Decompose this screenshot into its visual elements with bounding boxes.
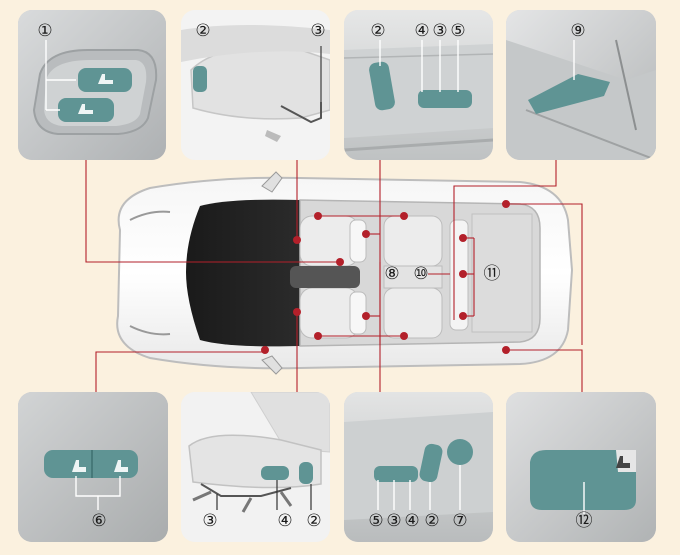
panel-rear-fold-button [506,392,656,542]
callout-12: ⑫ [576,511,593,531]
front-left-seat [299,215,367,267]
callout-3-passenger: ③ [386,511,401,531]
center-console [290,266,360,288]
callout-2-passenger: ② [424,511,439,531]
seat-slide-switch[interactable] [261,466,289,480]
location-dots [261,200,510,354]
rear-lever-illustration [506,10,656,160]
panel-door-seat-switches [344,10,493,160]
callout-2-door: ② [370,21,385,41]
rear-seat-fold-button[interactable] [530,450,636,510]
callout-2-top: ② [195,21,210,41]
cargo-area [471,213,533,333]
passenger-seatback-switch[interactable] [418,443,444,484]
panel-passenger-door-switches [344,392,493,542]
seat-height-switch[interactable] [299,462,313,484]
memory-buttons-illustration [18,392,168,542]
seat-lever-illustration [181,10,330,160]
callout-4-bottom: ④ [277,511,292,531]
seat-side-illustration [181,392,330,542]
panel-rear-seatback-lever [506,10,656,160]
seatback-recline-lever[interactable] [528,74,610,114]
callout-4-door: ④ [414,21,429,41]
callout-2-bottom: ② [306,511,321,531]
leader-lines [85,160,583,392]
callout-5-door: ⑤ [450,21,465,41]
seatback-switch[interactable] [368,61,396,112]
callout-9: ⑨ [570,21,585,41]
callout-11: ⑪ [484,264,501,284]
callout-6: ⑥ [91,511,106,531]
windshield [186,199,300,347]
panel-seat-side-controls [181,392,330,542]
callout-3-bottom: ③ [202,511,217,531]
passenger-door-illustration [344,392,493,542]
callout-5-passenger: ⑤ [368,511,383,531]
rear-fold-illustration [506,392,656,542]
panel-lumbar-support-switch [18,10,166,160]
panel-seat-memory-buttons [18,392,168,542]
callout-4-passenger: ④ [404,511,419,531]
callout-10: ⑩ [413,264,428,284]
passenger-round-button[interactable] [447,439,473,465]
callout-3-top: ③ [310,21,325,41]
lumbar-switch-illustration [18,10,166,160]
door-switch-illustration [344,10,493,160]
front-right-seat [299,287,367,339]
passenger-seat-cushion-switch[interactable] [374,466,418,482]
seat-cushion-switch[interactable] [418,90,472,108]
left-mirror [261,171,283,193]
seat-side-lever[interactable] [193,66,207,92]
callout-1: ① [37,21,52,41]
right-mirror [261,355,283,375]
panel-seat-height-lever [181,10,330,160]
callout-8: ⑧ [384,264,399,284]
callout-7: ⑦ [452,511,467,531]
callout-3-door: ③ [432,21,447,41]
